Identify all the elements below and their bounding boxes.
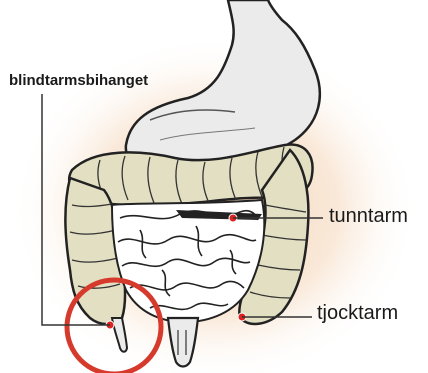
appendix-label: blindtarmsbihanget — [9, 72, 148, 89]
small-intestine-label: tunntarm — [329, 205, 408, 228]
large-intestine-label: tjocktarm — [317, 302, 398, 325]
